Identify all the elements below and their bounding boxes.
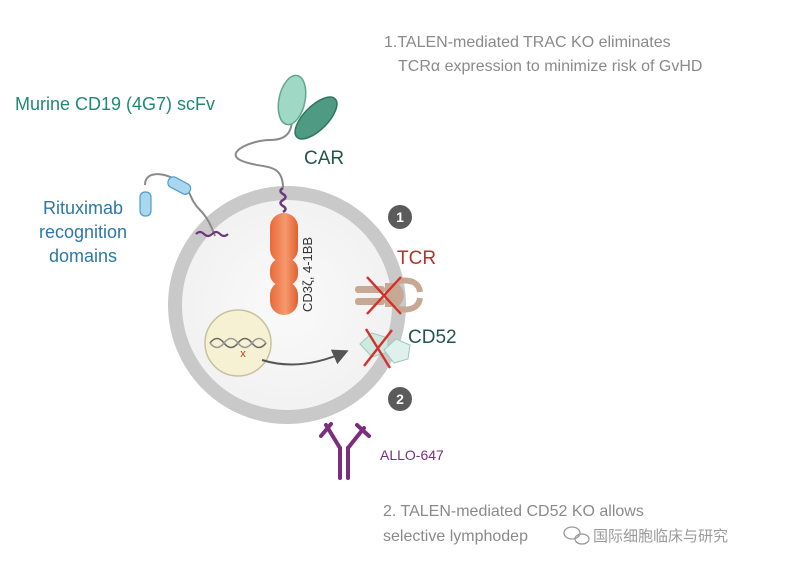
cd52-knockout-cross — [363, 328, 393, 369]
allo-647-label: ALLO-647 — [380, 447, 444, 463]
cd52-molecule-icon — [359, 332, 411, 364]
watermark-text: 国际细胞临床与研究 — [593, 528, 728, 545]
scfv-domains — [277, 74, 338, 140]
scfv-label: Murine CD19 (4G7) scFv — [15, 94, 215, 114]
car-signaling-domains — [270, 213, 298, 315]
tcr-knockout-cross — [366, 276, 402, 315]
car-hinge — [234, 117, 293, 189]
rituximab-domain-2 — [167, 176, 192, 195]
rituximab-transmembrane-squiggle — [195, 230, 229, 238]
rituximab-stalk — [144, 173, 216, 237]
dna-knockout-mark: x — [240, 348, 246, 360]
cd52-label: CD52 — [408, 327, 457, 348]
rituximab-label-line3: domains — [49, 246, 117, 266]
note-2-line-2: selective lymphodep — [383, 528, 528, 545]
rituximab-label-line2: recognition — [39, 222, 127, 242]
note-1-line-1: 1.TALEN-mediated TRAC KO eliminates — [384, 34, 671, 51]
rituximab-domain-1 — [139, 191, 152, 217]
dna-helix-icon — [209, 337, 267, 349]
tcr-label: TCR — [397, 248, 436, 269]
step-1-badge — [388, 205, 412, 229]
allo-647-antibody-icon — [319, 422, 371, 480]
expression-arrow — [261, 349, 349, 366]
note-1-line-2: TCRα expression to minimize risk of GvHD — [398, 58, 702, 75]
step-2-badge — [388, 387, 412, 411]
car-transmembrane-squiggle — [279, 186, 287, 214]
step-2-label: 2 — [396, 391, 404, 407]
car-label: CAR — [304, 148, 344, 169]
step-1-label: 1 — [396, 209, 404, 225]
note-2-line-1: 2. TALEN-mediated CD52 KO allows — [383, 503, 644, 520]
rituximab-label-line1: Rituximab — [43, 198, 123, 218]
costim-domain-label: CD3ζ, 4-1BB — [300, 237, 315, 312]
wechat-watermark-icon — [563, 526, 590, 545]
